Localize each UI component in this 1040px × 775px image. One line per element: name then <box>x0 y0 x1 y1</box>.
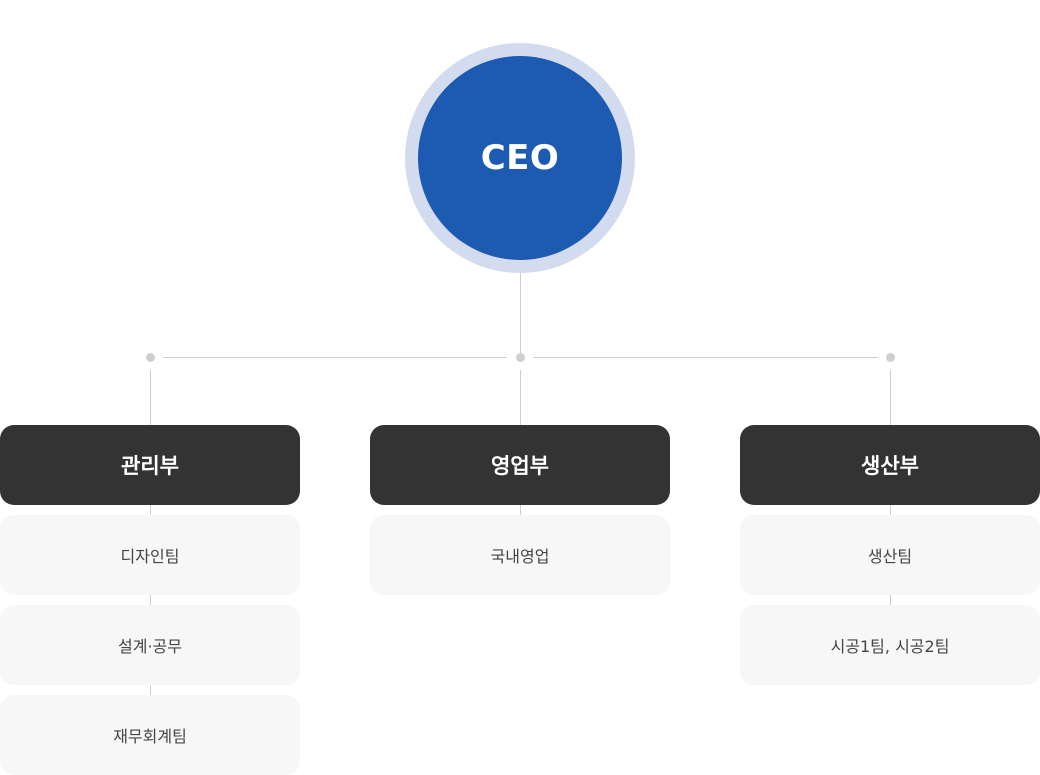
department-box: 관리부 <box>0 425 300 505</box>
team-box: 디자인팀 <box>0 515 300 595</box>
ceo-node: CEO <box>418 56 622 260</box>
team-label: 재무회계팀 <box>113 727 187 746</box>
department-box: 영업부 <box>370 425 670 505</box>
department-label: 생산부 <box>861 454 919 478</box>
team-label: 설계·공무 <box>118 637 182 656</box>
branch-dot-right <box>886 353 895 362</box>
ceo-label: CEO <box>480 138 560 178</box>
department-column: 영업부 국내영업 <box>370 425 670 595</box>
team-label: 생산팀 <box>867 547 913 566</box>
team-connector <box>520 505 521 515</box>
team-box: 생산팀 <box>740 515 1040 595</box>
branch-line-left <box>163 357 507 358</box>
department-label: 관리부 <box>121 454 179 478</box>
team-label: 국내영업 <box>490 547 550 566</box>
department-box: 생산부 <box>740 425 1040 505</box>
branch-dot-left <box>146 353 155 362</box>
department-column: 생산부 생산팀 시공1팀, 시공2팀 <box>740 425 1040 685</box>
team-box: 설계·공무 <box>0 605 300 685</box>
dept-connector-center <box>520 370 521 426</box>
dept-connector-left <box>150 370 151 426</box>
team-label: 디자인팀 <box>120 547 180 566</box>
branch-dot-center <box>516 353 525 362</box>
team-connector <box>150 505 151 695</box>
branch-line-right <box>533 357 878 358</box>
team-label: 시공1팀, 시공2팀 <box>830 637 950 656</box>
team-box: 재무회계팀 <box>0 695 300 775</box>
team-box: 국내영업 <box>370 515 670 595</box>
ceo-connector <box>520 273 521 353</box>
department-column: 관리부 디자인팀 설계·공무 재무회계팀 <box>0 425 300 775</box>
dept-connector-right <box>890 370 891 426</box>
team-box: 시공1팀, 시공2팀 <box>740 605 1040 685</box>
department-label: 영업부 <box>491 454 549 478</box>
